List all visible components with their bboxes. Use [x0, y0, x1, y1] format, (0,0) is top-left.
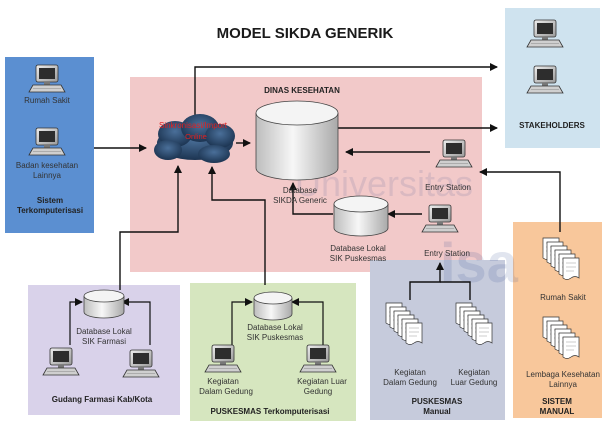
- manual-title-1: PUSKESMAS: [412, 397, 463, 406]
- left-panel-title-2: Terkomputerisasi: [17, 206, 83, 215]
- pusk-db-label-1: Database Lokal: [247, 323, 303, 332]
- arrow-dblocal-db: [289, 182, 333, 215]
- manual-dalam-label-2: Dalam Gedung: [383, 378, 437, 387]
- pusk-komp-title: PUSKESMAS Terkomputerisasi: [211, 407, 330, 416]
- database-icon-lokal-dinas: [333, 195, 389, 237]
- label-rumah-sakit: Rumah Sakit: [24, 96, 71, 105]
- pusk-luar-label-1: Kegiatan Luar: [297, 377, 347, 386]
- manual-luar-label-2: Luar Gedung: [451, 378, 498, 387]
- manual-luar-label-1: Kegiatan: [458, 368, 490, 377]
- arrow-pusk-pc2-db: [291, 298, 324, 345]
- stakeholders-label: STAKEHOLDERS: [519, 121, 585, 130]
- page-title: MODEL SIKDA GENERIK: [217, 25, 394, 42]
- label-badan-kesehatan: Badan kesehatan: [16, 161, 78, 170]
- sm-title-2: MANUAL: [540, 407, 575, 416]
- db-main-label-2: SIKDA Generic: [273, 196, 327, 205]
- database-icon-puskesmas: [253, 291, 293, 321]
- cloud-icon: [154, 114, 235, 163]
- arrow-manual-puskesmas-right: [440, 281, 471, 300]
- sm-rumah-sakit-label: Rumah Sakit: [540, 293, 587, 302]
- arrow-farmasi-pc1-db: [69, 298, 83, 345]
- label-lainnya: Lainnya: [33, 171, 62, 180]
- db-main-label-1: Database: [283, 186, 318, 195]
- arrow-manual-puskesmas-entry2: [409, 262, 444, 300]
- database-icon-sikda: [255, 100, 339, 181]
- cloud-label-line1: Sinkronisasi/Import: [159, 121, 228, 130]
- farmasi-db-label-1: Database Lokal: [76, 327, 132, 336]
- manual-title-2: Manual: [423, 407, 451, 416]
- manual-dalam-label-1: Kegiatan: [394, 368, 426, 377]
- sm-lembaga-label-2: Lainnya: [549, 380, 578, 389]
- left-panel-title-1: Sistem: [37, 196, 63, 205]
- db-local-label-2: SIK Puskesmas: [330, 254, 386, 263]
- entry-station-1-label: Entry Station: [425, 183, 471, 192]
- arrow-farmasi-cloud: [119, 165, 182, 290]
- cloud-label-line2: Online: [185, 132, 207, 141]
- sm-lembaga-label-1: Lembaga Kesehatan: [526, 370, 600, 379]
- arrow-cloud-stakeholders: [194, 63, 498, 123]
- sm-title-1: SISTEM: [542, 397, 572, 406]
- arrow-manual-entry1: [479, 168, 561, 232]
- pusk-luar-label-2: Gedung: [304, 387, 332, 396]
- dinas-title: DINAS KESEHATAN: [264, 86, 340, 95]
- farmasi-title: Gudang Farmasi Kab/Kota: [52, 395, 153, 404]
- db-local-label-1: Database Lokal: [330, 244, 386, 253]
- farmasi-db-label-2: SIK Farmasi: [82, 337, 126, 346]
- pusk-db-label-2: SIK Puskesmas: [247, 333, 303, 342]
- arrow-puskkomp-cloud: [208, 166, 266, 285]
- watermark-isa: isa: [440, 231, 519, 294]
- pusk-dalam-label-2: Dalam Gedung: [199, 387, 253, 396]
- pusk-dalam-label-1: Kegiatan: [207, 377, 239, 386]
- arrow-farmasi-pc2-db: [121, 298, 151, 345]
- database-icon-farmasi: [83, 289, 125, 319]
- arrow-pusk-pc1-db: [231, 298, 253, 345]
- entry-station-2-label: Entry Station: [424, 249, 470, 258]
